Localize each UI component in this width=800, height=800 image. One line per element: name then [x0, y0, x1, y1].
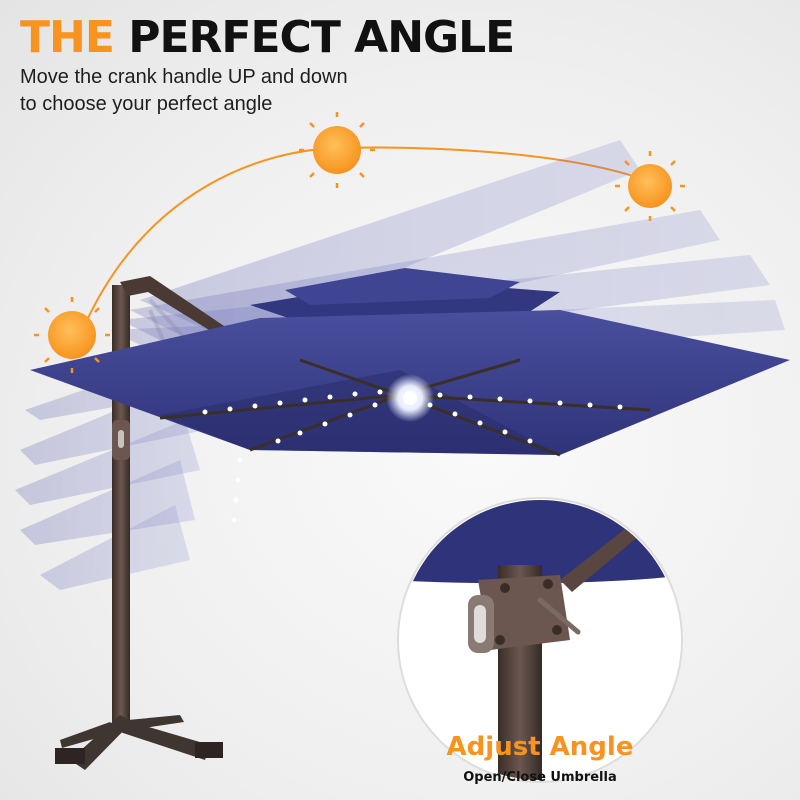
umbrella-arm	[120, 276, 230, 338]
sun-icon	[34, 297, 110, 373]
subtitle-line-1: Move the crank handle UP and down	[20, 66, 348, 88]
subtitle: Move the crank handle UP and down to cho…	[20, 64, 420, 118]
title-accent: THE	[20, 12, 115, 63]
subtitle-line-2: to choose your perfect angle	[20, 93, 273, 115]
sun-icon	[299, 112, 375, 188]
title-rest: PERFECT ANGLE	[128, 12, 515, 63]
page-title: THE PERFECT ANGLE	[20, 12, 515, 63]
cross-base	[55, 715, 223, 770]
inset-detail	[397, 497, 683, 783]
sun-icon	[615, 151, 685, 221]
inset-title: Adjust Angle	[446, 732, 634, 762]
led-lights	[202, 389, 623, 523]
inset-caption: Open/Close Umbrella	[463, 770, 617, 785]
